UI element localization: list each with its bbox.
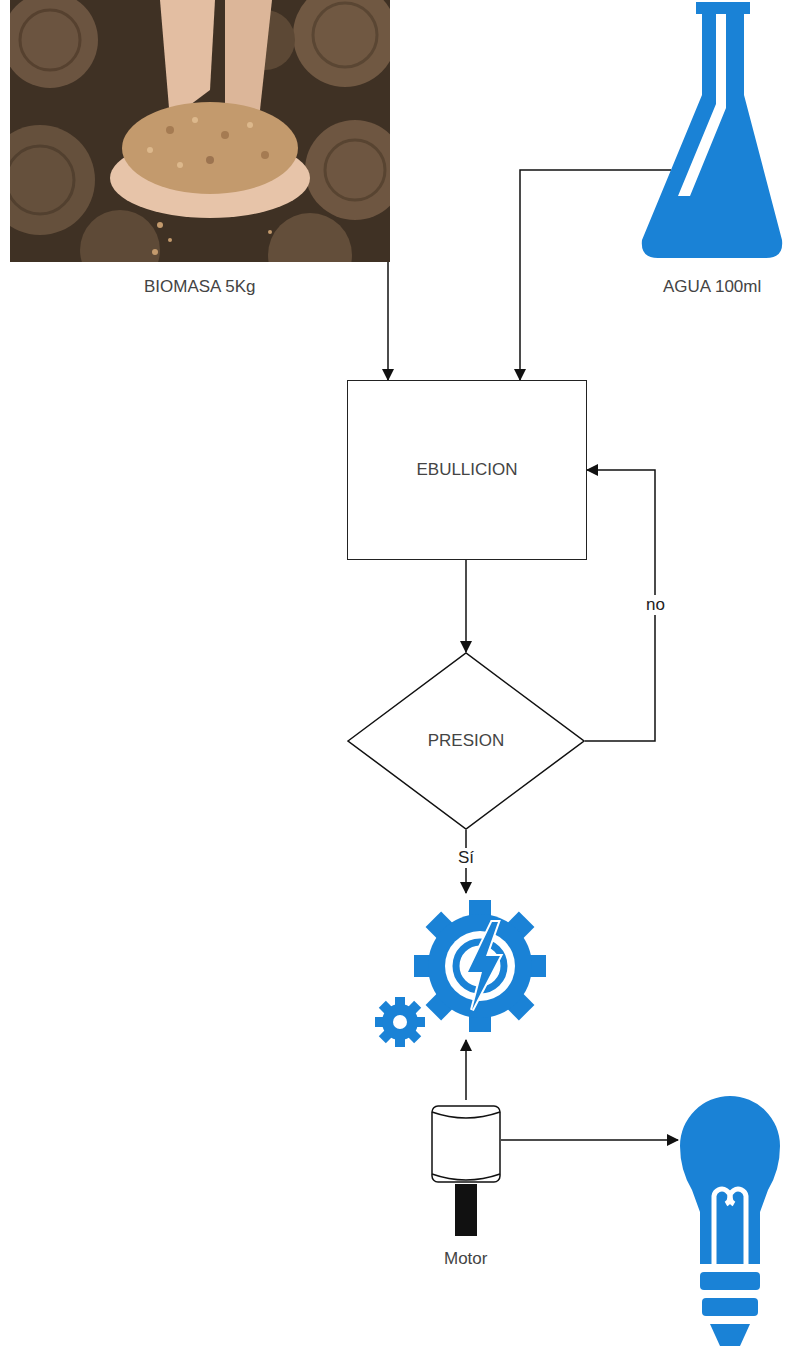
branch-label: no xyxy=(643,595,668,615)
decision-diamond: PRESION xyxy=(347,652,585,830)
process-box: EBULLICION xyxy=(347,380,587,560)
motor-label: Motor xyxy=(444,1249,487,1269)
connector-arrow xyxy=(465,560,467,652)
biomass-photo xyxy=(10,0,390,262)
flow-arrow xyxy=(465,1040,467,1100)
process-label: EBULLICION xyxy=(416,460,517,480)
light-bulb-icon xyxy=(680,1096,780,1346)
biomass-input: BIOMASA 5Kg xyxy=(10,0,390,300)
motor: Motor xyxy=(416,1098,516,1278)
branch-label: Sí xyxy=(455,848,477,868)
water-input: AGUA 100ml xyxy=(640,0,784,300)
motor-symbol xyxy=(416,1098,516,1238)
flask-icon xyxy=(640,0,784,262)
generator-gear-icon xyxy=(375,900,546,1047)
flow-arrow xyxy=(501,1139,678,1141)
input-caption: BIOMASA 5Kg xyxy=(144,277,256,297)
connector-arrow xyxy=(520,170,671,380)
input-caption: AGUA 100ml xyxy=(663,277,761,297)
connector-arrow xyxy=(387,262,389,380)
decision-label: PRESION xyxy=(428,731,505,751)
